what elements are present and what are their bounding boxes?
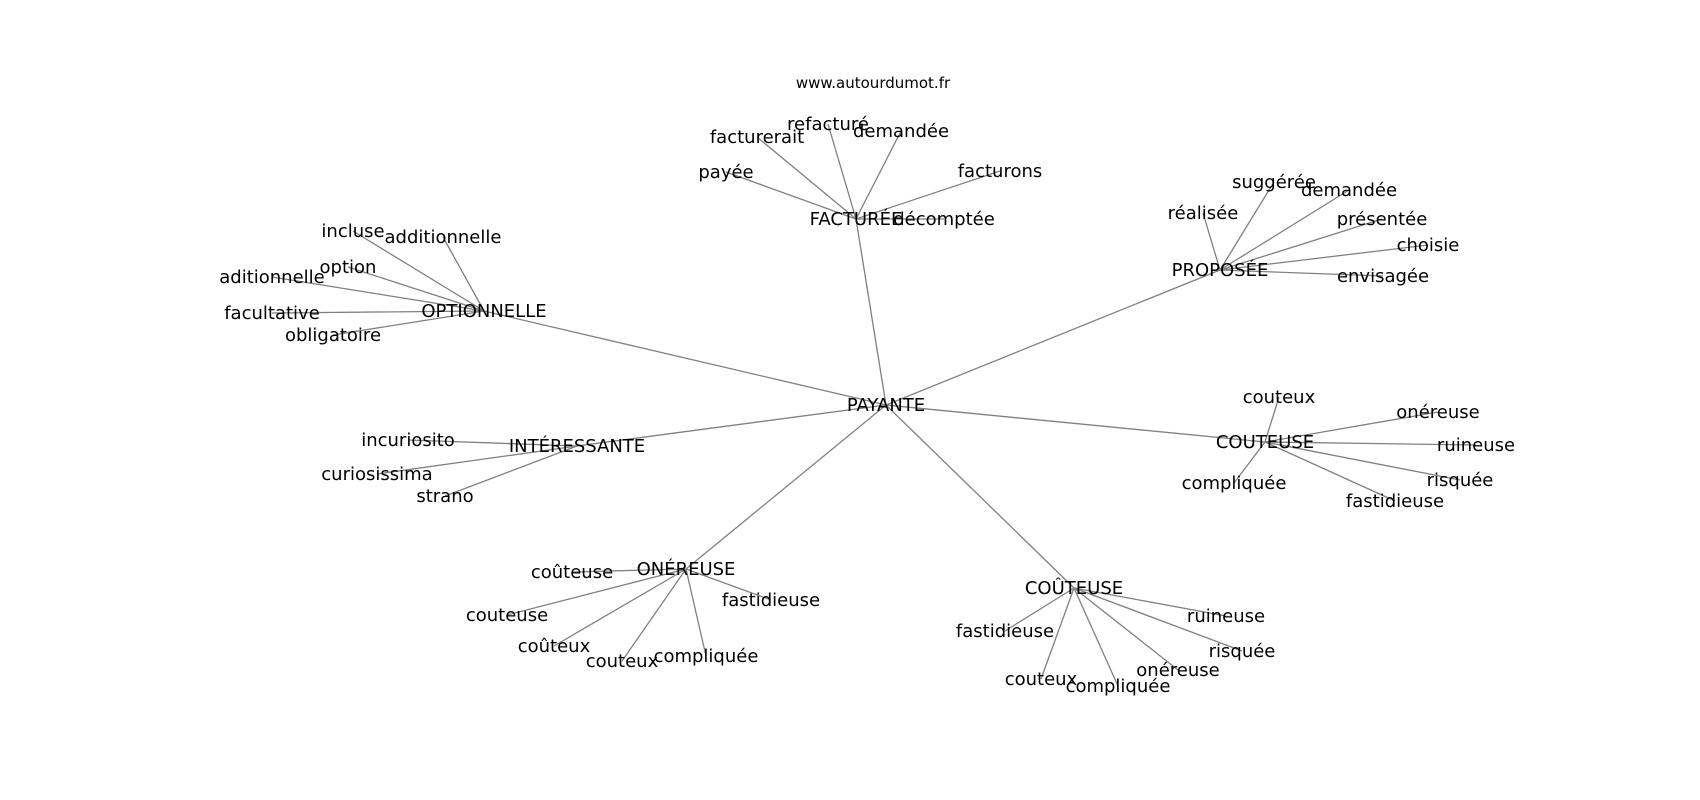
leaf-word: aditionnelle [219,267,325,288]
branch-word: FACTURÉE [810,208,903,230]
edge-center-to-branch [885,404,1075,589]
edge-branch-to-word [352,230,485,312]
leaf-word: coûteux [518,636,591,657]
graph-edges [271,123,1477,687]
leaf-word: obligatoire [285,325,381,346]
leaf-word: présentée [1337,209,1428,230]
edge-branch-to-word [1073,587,1227,617]
edge-branch-to-word [827,123,857,220]
edge-center-to-branch [855,218,887,406]
leaf-word: option [320,257,377,278]
edge-center-to-branch [685,404,887,570]
leaf-word: coûteuse [531,562,613,583]
edge-branch-to-word [347,266,485,312]
leaf-word: fastidieuse [956,621,1054,642]
edge-branch-to-word [407,439,578,447]
source-url: www.autourdumot.fr [796,74,951,92]
edge-branch-to-word [553,568,687,647]
leaf-word: compliquée [1182,473,1287,494]
leaf-word: curiosissima [321,464,432,485]
leaf-word: fastidieuse [722,590,820,611]
leaf-word: ruineuse [1187,606,1265,627]
edge-branch-to-word [685,568,707,657]
leaf-word: suggérée [1232,172,1316,193]
leaf-word: onéreuse [1136,660,1219,681]
branch-word: ONÉREUSE [637,558,736,580]
leaf-word: additionnelle [385,227,502,248]
edge-branch-to-word [725,171,857,220]
leaf-word: risquée [1427,470,1494,491]
edge-branch-to-word [1219,181,1275,271]
edge-branch-to-word [1219,269,1384,277]
leaf-word: compliquée [1066,676,1171,697]
edge-branch-to-word [442,236,485,312]
edge-branch-to-word [1202,212,1221,271]
edge-center-to-branch [885,404,1266,443]
leaf-word: refacturé [787,114,869,135]
edge-branch-to-word [332,310,485,336]
edge-branch-to-word [855,130,902,220]
leaf-word: choisie [1397,235,1460,256]
leaf-word: demandée [1301,180,1397,201]
leaf-word: facturerait [710,127,804,148]
edge-branch-to-word [1219,189,1350,271]
edge-branch-to-word [685,568,772,601]
edge-branch-to-word [271,310,485,314]
edge-center-to-branch [885,269,1221,406]
leaf-word: compliquée [654,646,759,667]
branch-word: PROPOSÉE [1172,259,1269,281]
edge-branch-to-word [1233,441,1266,484]
edge-branch-to-word [1264,441,1477,446]
leaf-word: couteux [1243,387,1316,408]
leaf-word: incluse [321,221,384,242]
leaf-word: fastidieuse [1346,491,1444,512]
leaf-word: facultative [224,303,320,324]
branch-word: INTÉRESSANTE [509,435,645,457]
branch-word: COÛTEUSE [1025,577,1123,599]
edge-branch-to-word [571,568,687,573]
leaf-word: payée [698,162,753,183]
edge-branch-to-word [756,136,857,220]
edge-branch-to-word [444,445,578,497]
leaf-word: couteux [1005,669,1078,690]
edge-branch-to-word [1264,396,1280,443]
branch-word: COUTEUSE [1216,432,1314,453]
edge-branch-to-word [1264,441,1396,502]
leaf-word: facturons [958,161,1043,182]
edge-branch-to-word [271,276,485,312]
edge-branch-to-word [1040,587,1075,680]
leaf-word: réalisée [1168,203,1239,224]
edge-branch-to-word [1073,587,1179,671]
edge-branch-to-word [621,568,687,662]
edge-branch-to-word [1219,244,1429,271]
leaf-word: risquée [1209,641,1276,662]
branch-word: OPTIONNELLE [421,301,546,322]
leaf-word: couteux [586,651,659,672]
leaf-word: incuriosito [361,430,455,451]
edge-branch-to-word [376,445,578,475]
leaf-word: ruineuse [1437,435,1515,456]
edge-branch-to-word [1219,218,1383,271]
leaf-word: strano [416,486,473,507]
leaf-word: demandée [853,121,949,142]
leaf-word: couteuse [466,605,548,626]
edge-branch-to-word [1073,587,1119,687]
edge-center-to-branch [576,404,887,447]
edge-branch-to-word [506,568,687,616]
center-word: PAYANTE [847,395,925,416]
edge-branch-to-word [1264,411,1439,443]
edge-branch-to-word [855,170,1001,220]
edge-center-to-branch [483,310,887,406]
edge-branch-to-word [1073,587,1243,652]
edge-branch-to-word [1264,441,1461,481]
leaf-word: envisagée [1337,266,1429,287]
leaf-word: décomptée [893,209,995,230]
edge-branch-to-word [1004,587,1075,632]
leaf-word: onéreuse [1396,402,1479,423]
